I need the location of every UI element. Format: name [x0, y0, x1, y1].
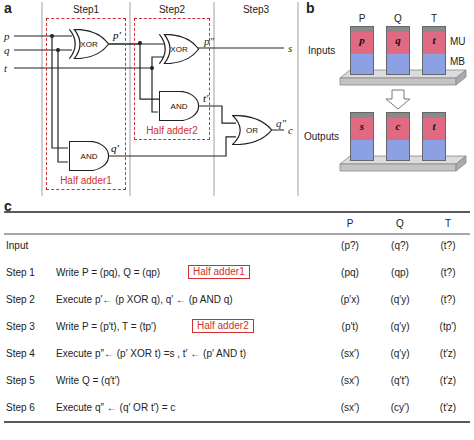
panel-letter: b	[306, 0, 315, 16]
table-cell: (t′z)	[440, 375, 456, 387]
wire-label: p′	[112, 29, 122, 41]
table-cell: (t′z)	[440, 348, 456, 360]
table-cell: Write P = (p′t), T = (tp′)	[56, 321, 156, 333]
signal-label: p	[4, 30, 10, 42]
signal-label: Inputs	[308, 45, 335, 57]
xor-gate: XOR	[159, 34, 199, 64]
signal-label: Q	[394, 13, 402, 25]
table-cell: (p′t)	[342, 321, 359, 333]
node-label: XOR	[159, 34, 199, 64]
table-rules	[4, 212, 470, 422]
table-cell: (t?)	[441, 267, 456, 279]
table-cell: (q?)	[391, 240, 409, 252]
signal-label: Step3	[243, 4, 269, 16]
signal-label: s	[288, 42, 292, 54]
node-label: XOR	[69, 29, 109, 59]
table-cell: Execute p″← (p′ XOR t) =s , t′ ← (p′ AND…	[56, 348, 246, 360]
memristor-pillar: t	[422, 112, 446, 161]
signal-label: t	[4, 62, 7, 74]
signal-label: P	[359, 13, 366, 25]
table-cell: (q′y)	[390, 321, 409, 333]
memristor-pillar: q	[386, 26, 410, 75]
node-label: c	[387, 113, 409, 132]
step-dividers	[42, 2, 298, 196]
node-label: p	[351, 27, 373, 46]
table-cell: Step 2	[6, 294, 35, 306]
signal-label: MU	[450, 36, 466, 48]
table-cell: Write P = (pq), Q = (qp)	[56, 267, 160, 279]
signal-label: MB	[450, 56, 465, 68]
signal-label: q″	[276, 117, 286, 129]
wire-label: q′	[110, 142, 120, 154]
table-cell: (pq)	[341, 267, 359, 279]
panel-letter: c	[4, 198, 12, 214]
table-cell: (sx′)	[341, 375, 360, 387]
node-label: s	[351, 113, 373, 132]
wire-label: t′	[202, 92, 209, 104]
xor-gate: XOR	[69, 29, 109, 59]
table-cell: Step 5	[6, 375, 35, 387]
wire	[199, 106, 236, 123]
column-header: Q	[396, 218, 404, 230]
node-label: OR	[232, 115, 272, 145]
memristor-pillar: c	[386, 112, 410, 161]
node-label: Half adder2	[135, 125, 209, 137]
or-gate: OR	[232, 115, 272, 145]
table-cell: (q′y)	[390, 294, 409, 306]
signal-label: T	[431, 13, 437, 25]
node-label: Half adder2	[197, 320, 249, 331]
table-cell: (p?)	[341, 240, 359, 252]
signal-label: Step2	[159, 4, 185, 16]
table-cell: Step 1	[6, 267, 35, 279]
signal-label: p″	[204, 35, 214, 47]
substrate	[340, 70, 466, 171]
input-wires	[14, 36, 284, 162]
signal-label: Outputs	[304, 131, 339, 143]
half-adder-tag: Half adder1	[188, 265, 250, 279]
node-label: t	[423, 113, 445, 132]
node-label: AND	[69, 141, 109, 171]
memristor-pillar: p	[350, 26, 374, 75]
process-arrow	[386, 90, 410, 109]
signal-label: q	[4, 44, 10, 56]
table-cell: Step 4	[6, 348, 35, 360]
table-cell: (q′t′)	[391, 375, 410, 387]
panel-letter: a	[4, 0, 12, 16]
table-cell: Execute p′← (p XOR q), q′ ← (p AND q)	[56, 294, 233, 306]
memristor-pillar: s	[350, 112, 374, 161]
node-label: q	[387, 27, 409, 46]
table-cell: (t′z)	[440, 402, 456, 414]
table-cell: (t?)	[441, 294, 456, 306]
table-cell: Step 3	[6, 321, 35, 333]
table-cell: (q′y)	[390, 348, 409, 360]
table-cell: Write Q = (q′t′)	[56, 375, 120, 387]
column-header: T	[445, 218, 451, 230]
table-cell: Input	[6, 240, 28, 252]
table-cell: (p′x)	[340, 294, 359, 306]
and-gate: AND	[69, 141, 109, 171]
table-cell: (qp)	[391, 267, 409, 279]
half-adder-group: Half adder1 XOR AND	[46, 18, 126, 190]
signal-label: Step1	[73, 4, 99, 16]
table-cell: (sx′)	[341, 402, 360, 414]
node-label: Half adder1	[193, 266, 245, 277]
half-adder-group: Half adder2 XOR AND	[134, 18, 210, 140]
table-cell: (t?)	[441, 240, 456, 252]
node-label: Half adder1	[47, 175, 125, 187]
table-cell: (cy′)	[391, 402, 410, 414]
table-cell: Step 6	[6, 402, 35, 414]
node-label: t	[423, 27, 445, 46]
table-cell: (sx′)	[341, 348, 360, 360]
signal-label: c	[288, 124, 293, 136]
half-adder-tag: Half adder2	[192, 319, 254, 333]
node-label: AND	[159, 91, 199, 121]
table-cell: (tp′)	[440, 321, 457, 333]
column-header: P	[347, 218, 354, 230]
memristor-pillar: t	[422, 26, 446, 75]
and-gate: AND	[159, 91, 199, 121]
table-cell: Execute q″ ← (q′ OR t′) = c	[56, 402, 175, 414]
